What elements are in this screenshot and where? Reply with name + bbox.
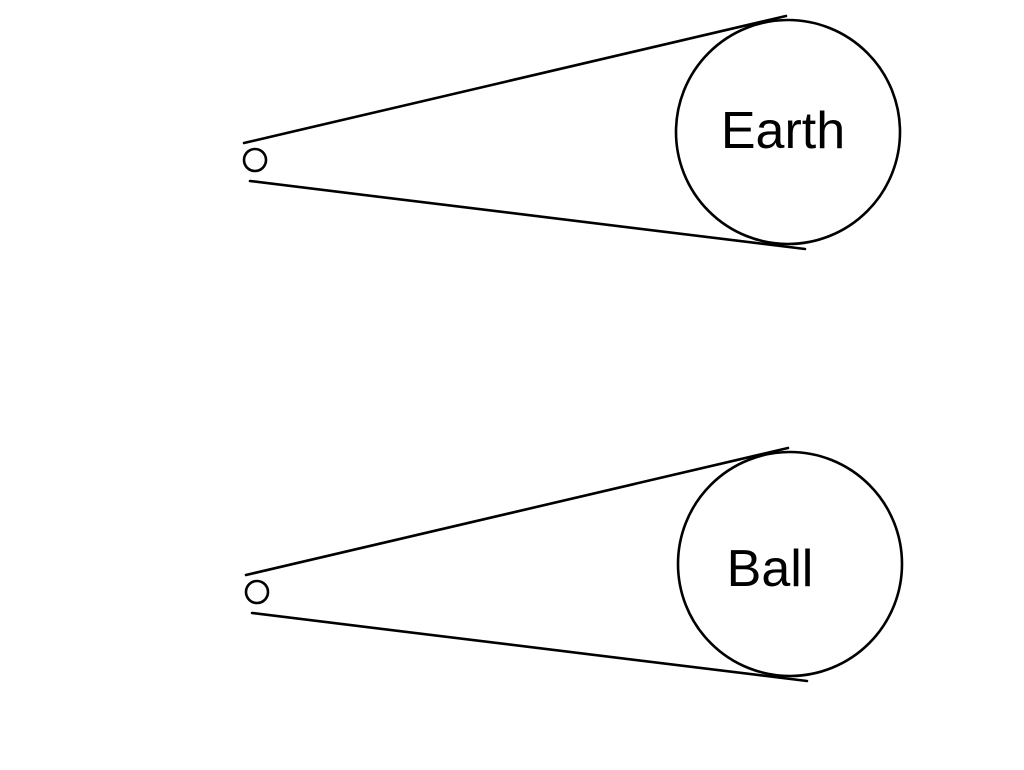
observer-circle: [244, 579, 270, 605]
observer-circle: [242, 147, 268, 173]
upper-sight-line: [244, 446, 790, 577]
ball-label: Ball: [727, 540, 814, 598]
lower-sight-line: [250, 611, 809, 683]
ball-circle: [676, 450, 904, 678]
earth-circle: [674, 18, 902, 246]
lower-sight-line: [248, 179, 807, 251]
upper-sight-line: [242, 14, 788, 145]
ball-diagram: Ball: [244, 446, 904, 683]
earth-diagram: Earth: [242, 14, 902, 251]
earth-label: Earth: [721, 102, 845, 160]
